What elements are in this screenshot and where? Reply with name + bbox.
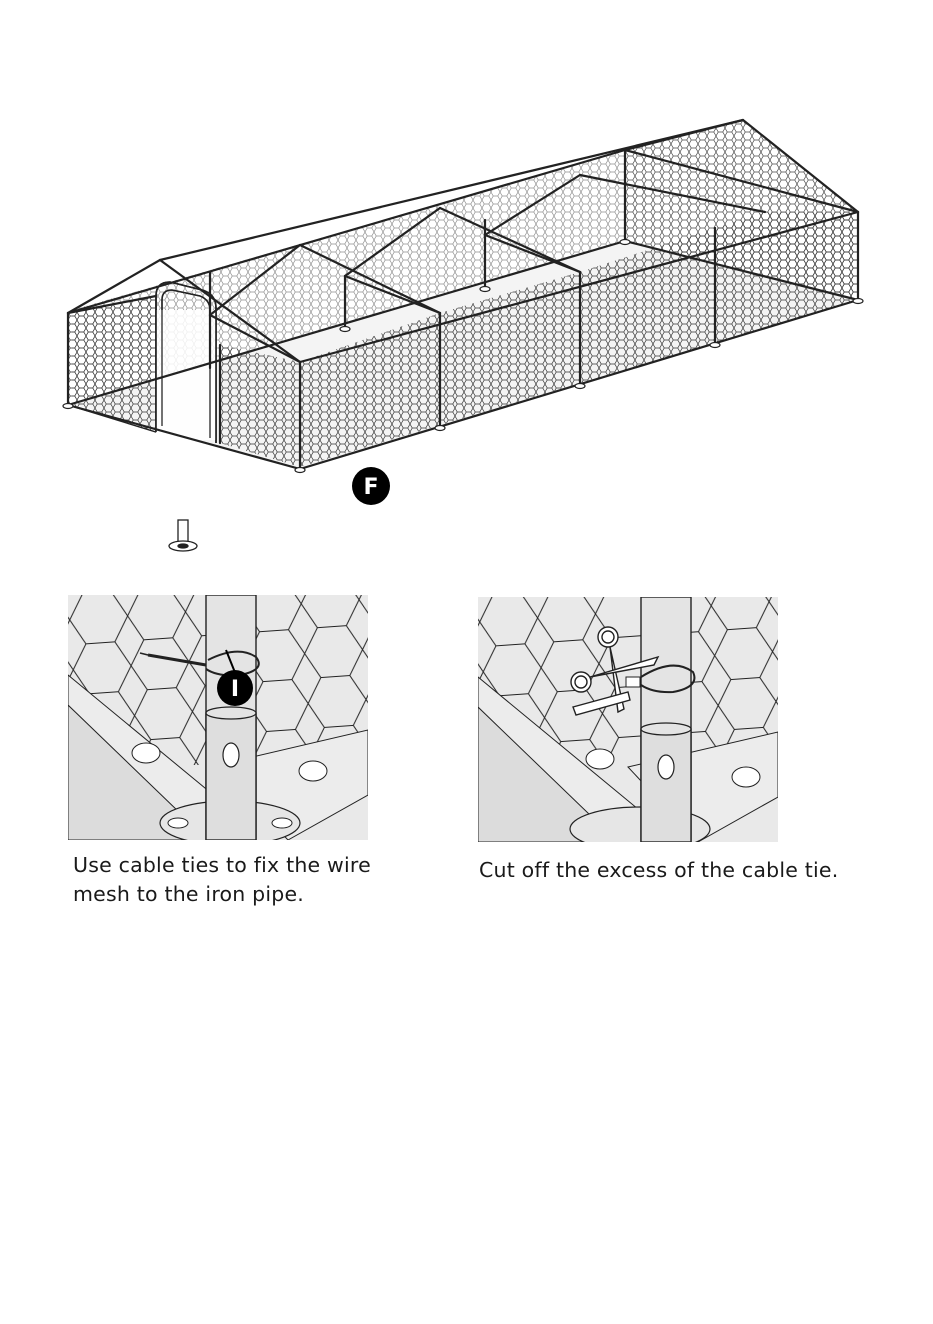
cut-cable-tie-illustration — [478, 597, 778, 842]
part-callout-f: F — [352, 467, 390, 505]
caption-line: Cut off the excess of the cable tie. — [479, 856, 919, 885]
step-caption-fix-mesh: Use cable ties to fix the wire mesh to t… — [73, 851, 403, 909]
part-callout-i: I — [217, 670, 253, 706]
left-end-wall-mesh — [68, 296, 156, 432]
svg-text:I: I — [231, 677, 239, 702]
caption-line: Use cable ties to fix the wire — [73, 851, 403, 880]
enclosure-overview-illustration: F — [50, 100, 880, 580]
cable-tie-fix-illustration: I — [68, 595, 368, 840]
caption-line: mesh to the iron pipe. — [73, 880, 403, 909]
ground-stake — [169, 520, 197, 551]
step-caption-cut-excess: Cut off the excess of the cable tie. — [479, 856, 919, 885]
svg-text:F: F — [363, 475, 378, 500]
